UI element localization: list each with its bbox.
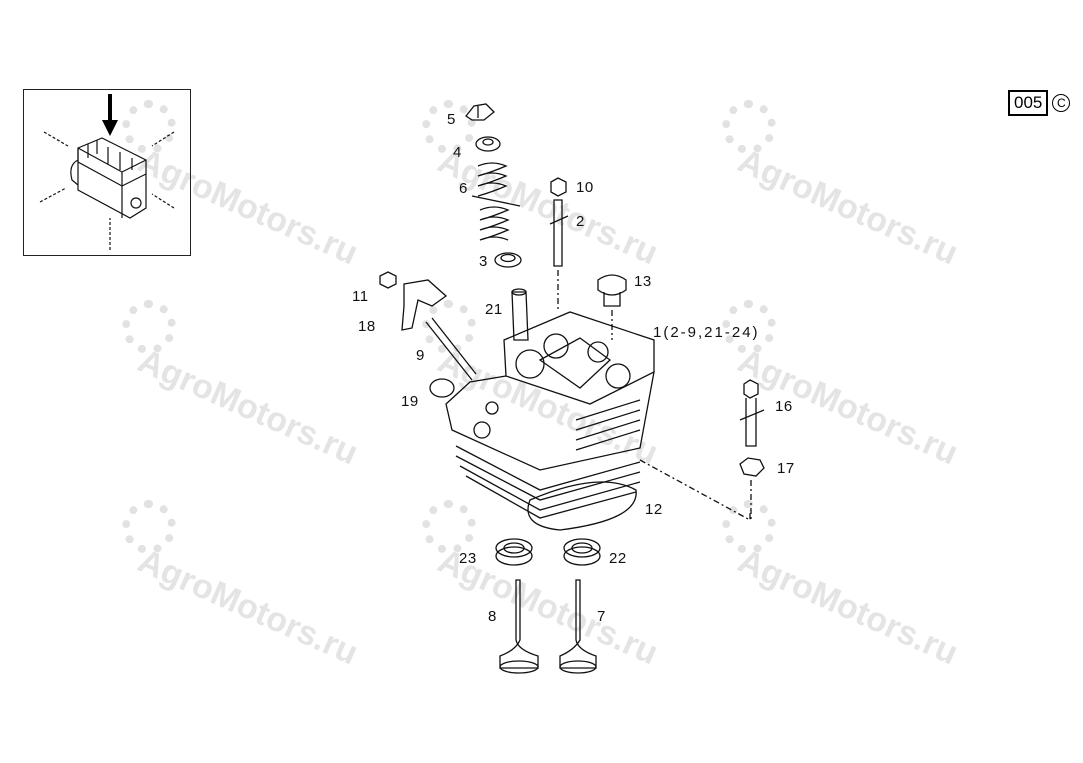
part-17-washer bbox=[739, 457, 765, 477]
part-22-valve-seat bbox=[563, 538, 601, 566]
callout-19: 19 bbox=[401, 393, 419, 410]
part-10-nut bbox=[550, 177, 567, 197]
part-13-plug bbox=[597, 274, 627, 307]
part-19-cap bbox=[429, 378, 455, 398]
page-code-number: 005 bbox=[1008, 90, 1049, 116]
part-9-adjusting-screw bbox=[425, 317, 477, 381]
part-12-gasket bbox=[527, 481, 637, 531]
part-23-valve-seat bbox=[495, 538, 533, 566]
callout-5: 5 bbox=[447, 111, 456, 128]
part-2-stud bbox=[549, 199, 569, 267]
callout-16: 16 bbox=[775, 398, 793, 415]
part-1-cylinder-head bbox=[445, 311, 655, 519]
callout-22: 22 bbox=[609, 550, 627, 567]
watermark-gear-icon bbox=[122, 500, 176, 554]
watermark-gear-icon bbox=[122, 100, 176, 154]
callout-3: 3 bbox=[479, 253, 488, 270]
callout-11: 11 bbox=[352, 288, 369, 305]
part-7-intake-valve bbox=[559, 579, 597, 674]
part-3-spring-seat bbox=[494, 252, 522, 268]
watermark-gear-icon bbox=[722, 100, 776, 154]
watermark-gear-icon bbox=[122, 300, 176, 354]
watermark-gear-icon bbox=[422, 100, 476, 154]
callout-9: 9 bbox=[416, 347, 425, 364]
callout-8: 8 bbox=[488, 608, 497, 625]
part-21-pushrod-tube bbox=[511, 291, 529, 341]
part-4-spring-retainer bbox=[475, 136, 501, 152]
callout-4: 4 bbox=[453, 144, 462, 161]
part-8-exhaust-valve bbox=[499, 579, 539, 674]
callout-2: 2 bbox=[576, 213, 585, 230]
part-5-valve-collets bbox=[465, 103, 495, 121]
callout-10: 10 bbox=[576, 179, 594, 196]
watermark-gear-icon bbox=[722, 300, 776, 354]
part-16-bolt bbox=[739, 379, 765, 447]
watermark-gear-icon bbox=[722, 500, 776, 554]
engine-block-icon bbox=[39, 94, 175, 250]
callout-23: 23 bbox=[459, 550, 477, 567]
part-11-nut bbox=[379, 271, 397, 289]
callout-13: 13 bbox=[634, 273, 652, 290]
watermark-gear-icon bbox=[422, 500, 476, 554]
callout-7: 7 bbox=[597, 608, 606, 625]
copyright-icon: C bbox=[1052, 94, 1071, 112]
page-code: 005 C bbox=[1008, 90, 1071, 116]
callout-21: 21 bbox=[485, 301, 503, 318]
callout-12: 12 bbox=[645, 501, 663, 518]
callout-6: 6 bbox=[459, 180, 468, 197]
callout-17: 17 bbox=[777, 460, 795, 477]
part-18-rocker-arm bbox=[401, 279, 448, 331]
callout-18: 18 bbox=[358, 318, 376, 335]
engine-locator-thumbnail bbox=[23, 89, 191, 256]
part-6-valve-spring bbox=[471, 162, 521, 241]
callout-1: 1(2-9,21-24) bbox=[653, 324, 760, 341]
